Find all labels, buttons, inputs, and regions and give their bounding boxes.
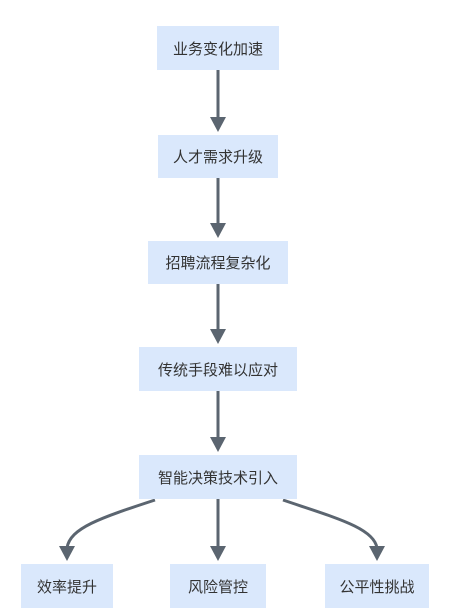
node-fairness: 公平性挑战 (325, 564, 429, 608)
arrowhead-n3-n4 (210, 329, 226, 344)
node-business-change: 业务变化加速 (157, 26, 279, 70)
arrowhead-n2-n3 (210, 223, 226, 238)
edge-n5-n8 (282, 498, 379, 549)
node-talent-demand: 人才需求升级 (158, 135, 278, 178)
node-efficiency: 效率提升 (21, 564, 113, 608)
arrowhead-n1-n2 (210, 117, 226, 132)
arrowhead-n5-n6 (59, 546, 75, 561)
node-risk-control: 风险管控 (170, 564, 266, 608)
node-traditional-methods: 传统手段难以应对 (139, 347, 297, 391)
node-recruiting-complexity: 招聘流程复杂化 (148, 241, 288, 284)
node-intelligent-decision: 智能决策技术引入 (139, 455, 297, 499)
edge-n5-n6 (65, 498, 156, 549)
arrowhead-n5-n7 (210, 546, 226, 561)
arrowhead-n5-n8 (369, 546, 385, 561)
arrowhead-n4-n5 (210, 437, 226, 452)
